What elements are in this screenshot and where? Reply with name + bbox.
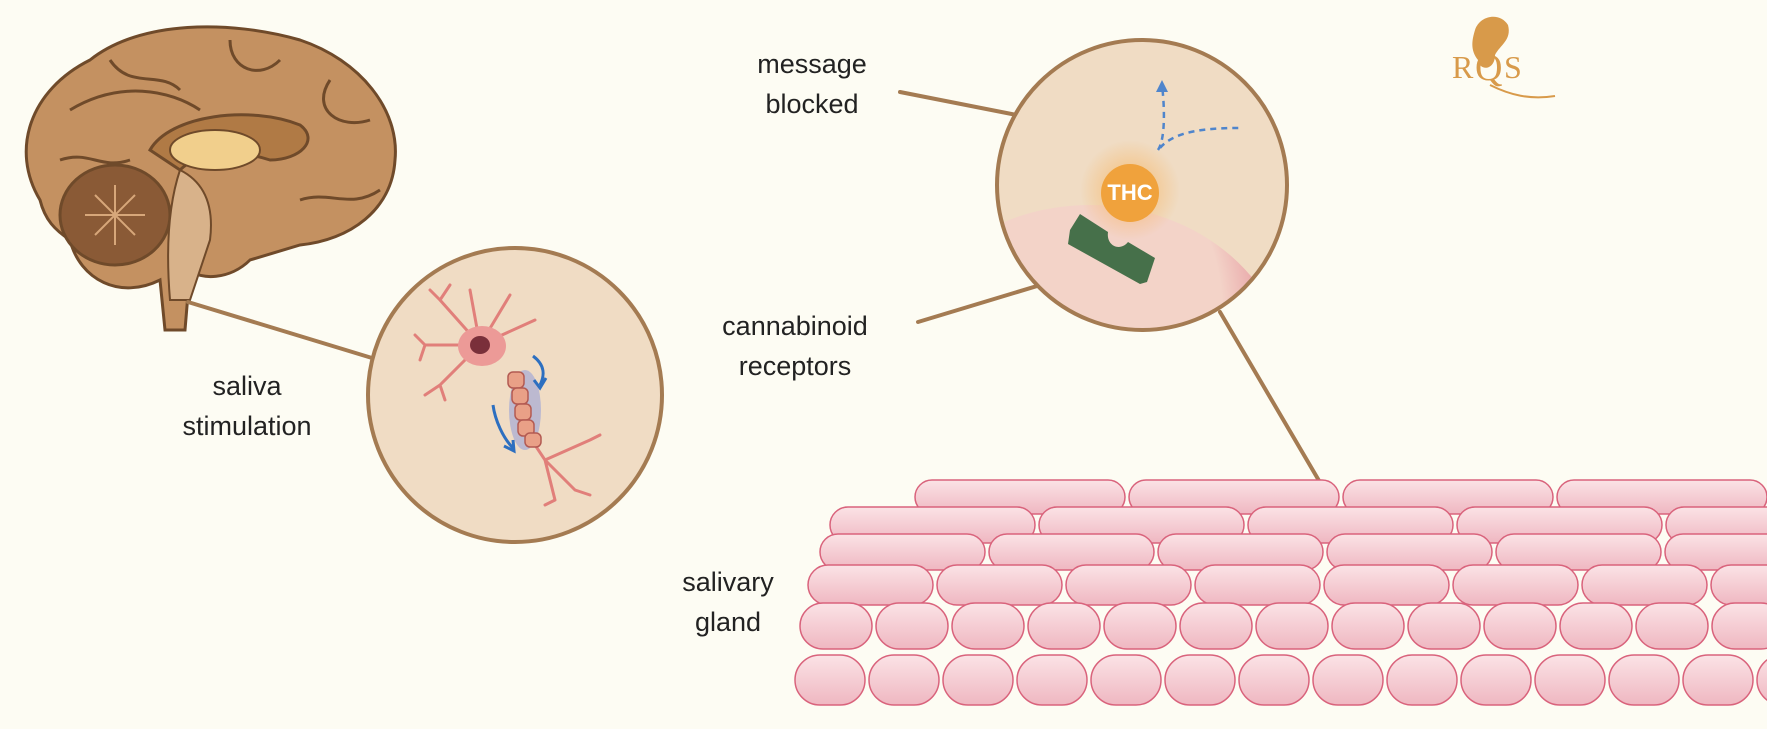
salivary-gland-cells bbox=[794, 479, 1767, 706]
gland-cell bbox=[1238, 654, 1310, 706]
cannabinoid-receptor-icon bbox=[1068, 214, 1155, 284]
neuron-zoom-circle bbox=[366, 246, 664, 544]
gland-cell bbox=[1407, 602, 1481, 650]
label-cannabinoid-receptors: cannabinoid receptors bbox=[695, 306, 895, 386]
gland-cell bbox=[1608, 654, 1680, 706]
gland-cell bbox=[1495, 533, 1662, 571]
thc-molecule bbox=[1101, 164, 1159, 222]
gland-cell bbox=[1331, 602, 1405, 650]
gland-cell bbox=[1460, 654, 1532, 706]
gland-cell bbox=[1179, 602, 1253, 650]
gland-cell bbox=[1559, 602, 1633, 650]
gland-cell bbox=[1027, 602, 1101, 650]
label-message-blocked: message blocked bbox=[712, 44, 912, 124]
gland-cell bbox=[794, 654, 866, 706]
svg-text:S: S bbox=[1504, 49, 1522, 85]
gland-cell bbox=[1556, 479, 1767, 515]
label-line: blocked bbox=[765, 89, 859, 119]
blocked-signal-arrow-icon bbox=[1156, 84, 1241, 151]
gland-cell bbox=[1483, 602, 1557, 650]
label-line: gland bbox=[694, 607, 762, 637]
gland-cell bbox=[1756, 659, 1767, 701]
gland-cell bbox=[807, 564, 934, 606]
brain-illustration bbox=[24, 25, 397, 332]
gland-cell bbox=[799, 602, 873, 650]
svg-text:R: R bbox=[1452, 49, 1474, 85]
label-line: receptors bbox=[738, 351, 852, 381]
rqs-logo: R Q S bbox=[1452, 16, 1556, 99]
label-line: saliva bbox=[212, 371, 282, 401]
gland-cell bbox=[1635, 602, 1709, 650]
gland-cell bbox=[1103, 602, 1177, 650]
gland-cell bbox=[1065, 564, 1192, 606]
gland-cell bbox=[1323, 564, 1450, 606]
label-salivary-gland: salivary gland bbox=[628, 562, 828, 642]
receptor-zoom-circle bbox=[995, 38, 1289, 332]
label-saliva-stimulation: saliva stimulation bbox=[147, 366, 347, 446]
gland-cell bbox=[1452, 564, 1579, 606]
signal-arrow-icon bbox=[491, 354, 548, 454]
svg-text:Q: Q bbox=[1475, 47, 1502, 89]
gland-cell bbox=[1194, 564, 1321, 606]
gland-cell bbox=[1682, 654, 1754, 706]
gland-cell bbox=[868, 654, 940, 706]
gland-cell bbox=[951, 602, 1025, 650]
gland-cell bbox=[1534, 654, 1606, 706]
label-line: cannabinoid bbox=[722, 311, 868, 341]
gland-cell bbox=[988, 533, 1155, 571]
gland-cell bbox=[1711, 602, 1767, 650]
gland-cell bbox=[942, 654, 1014, 706]
gland-cell bbox=[1312, 654, 1384, 706]
gland-cell bbox=[936, 564, 1063, 606]
label-line: stimulation bbox=[182, 411, 312, 441]
gland-cell bbox=[875, 602, 949, 650]
thc-label: THC bbox=[1107, 180, 1153, 205]
gland-cell bbox=[1710, 564, 1767, 606]
gland-cell bbox=[1090, 654, 1162, 706]
label-line: salivary bbox=[682, 567, 774, 597]
gland-cell bbox=[1164, 654, 1236, 706]
gland-cell bbox=[1016, 654, 1088, 706]
gland-cell bbox=[1255, 602, 1329, 650]
gland-cell bbox=[1581, 564, 1708, 606]
label-line: message bbox=[757, 49, 867, 79]
gland-cell bbox=[1386, 654, 1458, 706]
